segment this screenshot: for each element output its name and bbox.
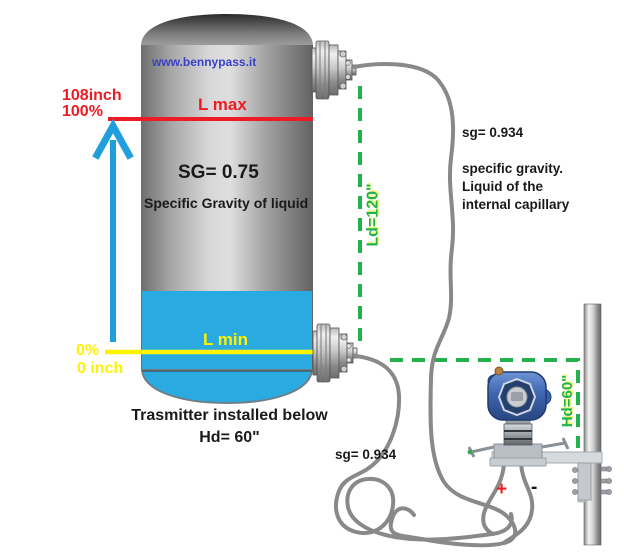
capillary-note-line1: specific gravity. (462, 161, 564, 176)
transmitter-flange-plate (489, 457, 547, 467)
plus-port-tube (481, 462, 506, 536)
valve-tip (467, 449, 473, 455)
tank-vessel (140, 14, 314, 405)
capillary-note-line3: internal capillary (462, 197, 570, 212)
install-caption-line2: Hd= 60" (199, 429, 260, 446)
bracket-bolts (572, 466, 612, 495)
lower-seal-flange (312, 323, 358, 383)
plus-port-label: + (496, 479, 508, 500)
tank-top-dome (141, 14, 313, 50)
minus-port-label: - (531, 477, 538, 498)
capillary-sg-top: sg= 0.934 (462, 125, 524, 140)
level-min-inches: 0 inch (77, 360, 124, 377)
ld-dimension-label: Ld=120" (364, 183, 382, 247)
level-min-percent: 0% (76, 342, 100, 359)
upper-seal-flange (311, 40, 357, 100)
mounting-pole (577, 303, 602, 546)
minus-port-tube (503, 462, 535, 544)
level-min-label: L min (203, 330, 249, 349)
lower-capillary-tube (334, 354, 514, 542)
install-caption-line1: Trasmitter installed below (131, 407, 328, 424)
hd-dimension-line (390, 358, 580, 448)
capillary-note-line2: Liquid of the (462, 179, 543, 194)
tank-liquid (142, 291, 312, 371)
hd-dimension-label: Hd=60" (559, 374, 577, 428)
dimension-lines (358, 86, 580, 448)
website-watermark: www.bennypass.it (152, 55, 257, 69)
capillary-tubes (334, 62, 535, 548)
level-range-arrow (92, 118, 134, 342)
display-glyph (511, 392, 523, 401)
tank-sg-value: SG= 0.75 (178, 162, 259, 183)
capillary-sg-bottom: sg= 0.934 (335, 447, 397, 462)
housing-top-plug (494, 366, 504, 376)
transmitter-neck (503, 423, 533, 446)
level-max-percent: 100% (62, 103, 103, 120)
tank-bottom-dome (140, 369, 314, 405)
pressure-transmitter (467, 366, 570, 467)
mounting-bracket (491, 451, 612, 501)
level-max-label: L max (198, 95, 247, 114)
level-max-inches: 108inch (62, 87, 122, 104)
tank-sg-caption: Specific Gravity of liquid (144, 195, 309, 211)
